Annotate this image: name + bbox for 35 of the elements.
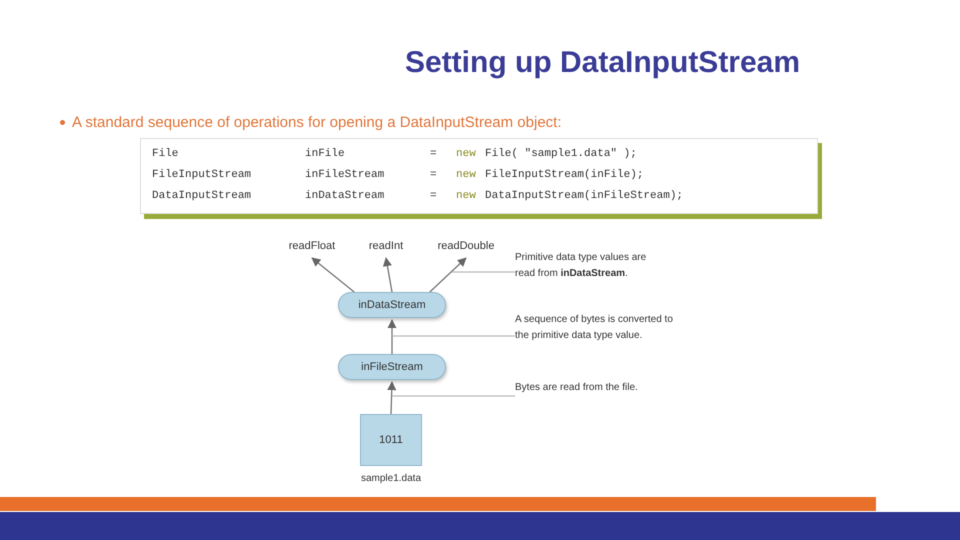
- callout-note: Primitive data type values are read from inDataStream.: [515, 250, 665, 298]
- callout-note: Bytes are read from the file.: [515, 380, 645, 412]
- code-text: FileInputStream(inFile);: [485, 168, 644, 183]
- code-text: inFile: [305, 147, 345, 162]
- code-text: DataInputStream: [152, 189, 252, 204]
- method-label: readInt: [358, 238, 414, 256]
- code-text: inDataStream: [305, 189, 384, 204]
- code-text: FileInputStream: [152, 168, 252, 183]
- file-caption: sample1.data: [360, 472, 422, 486]
- arrow: [311, 257, 355, 292]
- slide-title: Setting up DataInputStream: [405, 45, 800, 81]
- code-text: =: [430, 147, 437, 162]
- code-text: DataInputStream(inFileStream);: [485, 189, 684, 204]
- bullet-text: A standard sequence of operations for opening a DataInputStream object:: [72, 113, 562, 133]
- code-text: File: [152, 147, 178, 162]
- code-text: new: [456, 147, 476, 162]
- code-text: inFileStream: [305, 168, 384, 183]
- arrow: [387, 319, 397, 354]
- code-text: File( "sample1.data" );: [485, 147, 637, 162]
- code-text: new: [456, 189, 476, 204]
- arrow: [382, 257, 393, 292]
- stream-box: inDataStream: [338, 292, 446, 318]
- code-text: new: [456, 168, 476, 183]
- code-text: =: [430, 168, 437, 183]
- stream-box: inFileStream: [338, 354, 446, 380]
- arrow: [429, 257, 467, 292]
- leader-line: [452, 271, 515, 273]
- leader-line: [392, 395, 515, 397]
- arrow: [387, 381, 396, 414]
- code-text: =: [430, 189, 437, 204]
- callout-note: A sequence of bytes is converted to the primitive data type value.: [515, 312, 675, 360]
- method-label: readFloat: [280, 238, 344, 256]
- file-box: 1011: [360, 414, 422, 466]
- method-label: readDouble: [426, 238, 506, 256]
- leader-line: [392, 335, 515, 337]
